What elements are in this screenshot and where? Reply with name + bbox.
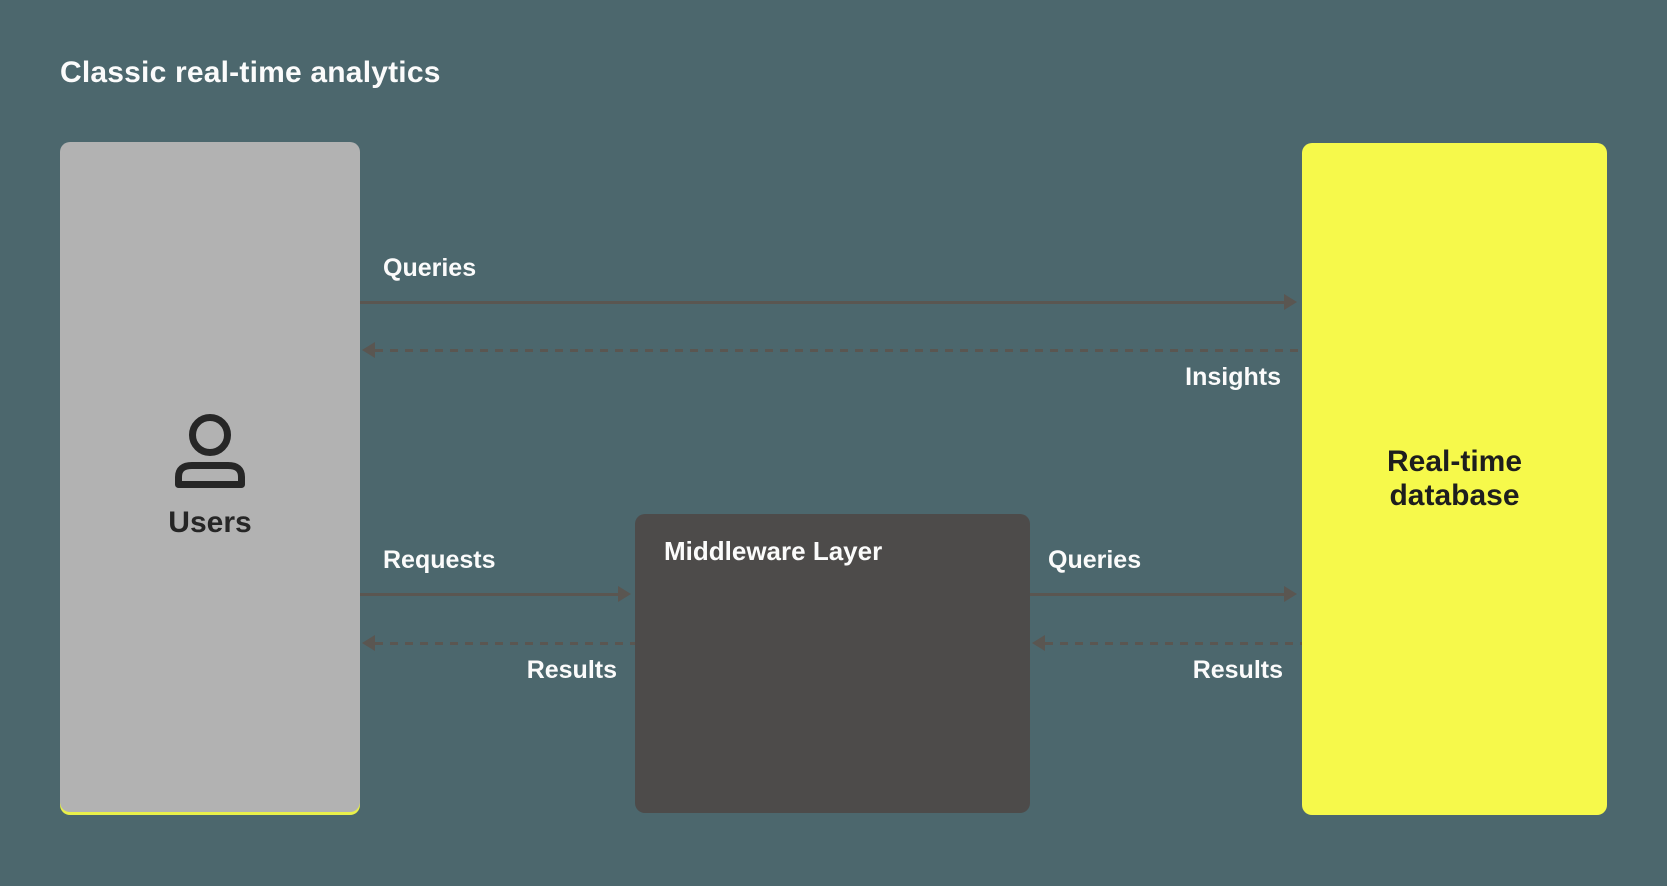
diagram-title: Classic real-time analytics bbox=[60, 56, 441, 89]
database-node-label: Real-time database bbox=[1386, 445, 1523, 512]
users-node: Users bbox=[60, 142, 360, 812]
queries-right-arrow bbox=[1030, 586, 1297, 602]
results-right-arrow bbox=[1032, 635, 1302, 651]
flow-label-queries-right: Queries bbox=[1048, 546, 1142, 574]
arrow-line bbox=[360, 300, 1284, 304]
arrowhead-right-icon bbox=[1284, 586, 1297, 602]
results-left-arrow bbox=[362, 635, 635, 651]
arrowhead-left-icon bbox=[362, 635, 375, 651]
flow-label-results-left: Results bbox=[526, 656, 617, 684]
queries-top-arrow bbox=[360, 294, 1297, 310]
database-node: Real-time database bbox=[1302, 143, 1607, 815]
arrowhead-right-icon bbox=[618, 586, 631, 602]
arrowhead-left-icon bbox=[1032, 635, 1045, 651]
flow-label-queries-top: Queries bbox=[383, 254, 477, 282]
middleware-node-label: Middleware Layer bbox=[664, 536, 883, 566]
requests-arrow bbox=[360, 586, 631, 602]
arrow-line-dashed bbox=[1045, 641, 1302, 645]
flow-label-results-right: Results bbox=[1192, 656, 1283, 684]
flow-label-insights: Insights bbox=[1185, 363, 1281, 391]
arrowhead-right-icon bbox=[1284, 294, 1297, 310]
insights-arrow bbox=[362, 342, 1302, 358]
arrowhead-left-icon bbox=[362, 342, 375, 358]
flow-label-requests: Requests bbox=[383, 546, 496, 574]
arrow-line-dashed bbox=[375, 641, 635, 645]
arrow-line-dashed bbox=[375, 348, 1302, 352]
middleware-node: Middleware Layer bbox=[635, 514, 1030, 813]
users-node-label: Users bbox=[168, 506, 252, 539]
arrow-line bbox=[360, 592, 618, 596]
arrow-line bbox=[1030, 592, 1284, 596]
person-icon bbox=[175, 414, 245, 488]
